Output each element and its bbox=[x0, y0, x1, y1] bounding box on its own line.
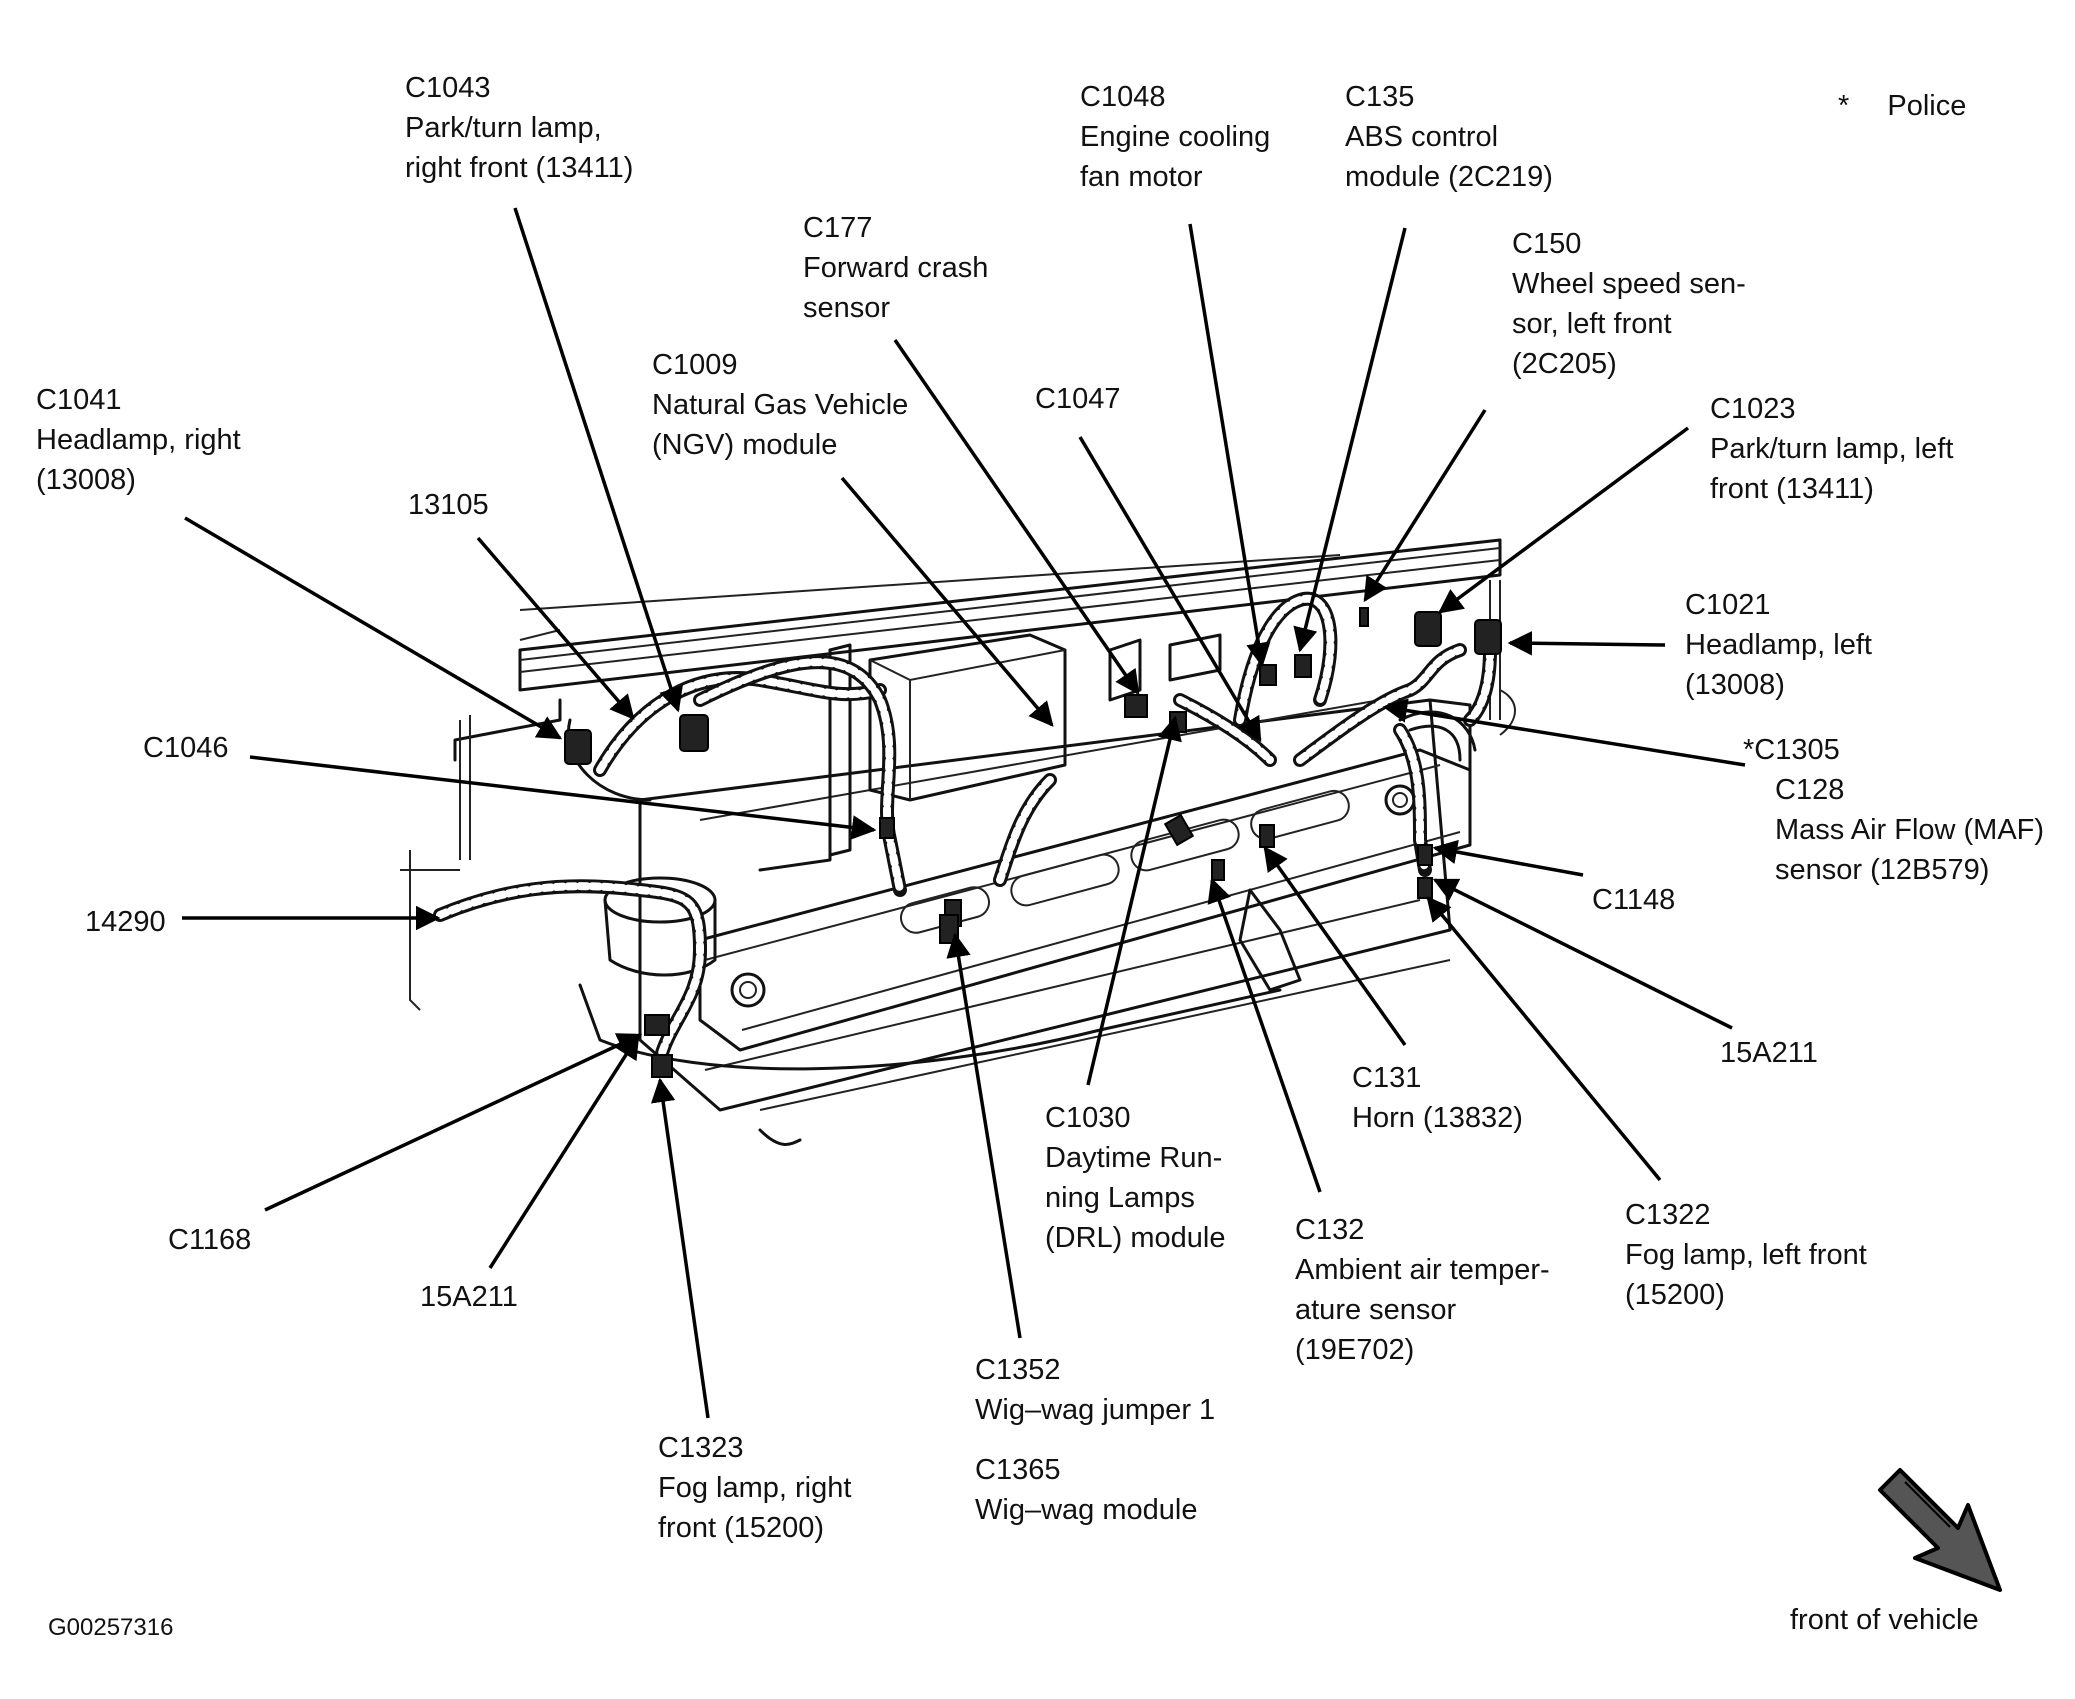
callout-c132: C132 Ambient air temper- ature sensor (1… bbox=[1295, 1210, 1550, 1370]
callout-c1023: C1023 Park/turn lamp, left front (13411) bbox=[1710, 389, 1953, 509]
callout-15a211-right: 15A211 bbox=[420, 1277, 518, 1317]
callout-line: Forward crash bbox=[803, 252, 989, 284]
callout-line: C1365 bbox=[975, 1454, 1061, 1486]
callout-line: (15200) bbox=[1625, 1279, 1725, 1311]
callout-line: Fog lamp, right bbox=[658, 1472, 852, 1504]
callout-line: Wheel speed sen- bbox=[1512, 268, 1746, 300]
callout-line: ature sensor bbox=[1295, 1294, 1457, 1326]
callout-line: C1352 bbox=[975, 1354, 1061, 1386]
callout-line: C132 bbox=[1295, 1214, 1365, 1246]
callout-line: sensor bbox=[803, 292, 891, 324]
callout-c1323: C1323 Fog lamp, right front (15200) bbox=[658, 1428, 851, 1548]
callout-line: Wig–wag module bbox=[975, 1494, 1198, 1526]
callout-line: C1043 bbox=[405, 72, 491, 104]
callout-c150: C150 Wheel speed sen- sor, left front (2… bbox=[1512, 224, 1746, 384]
callout-14290: 14290 bbox=[85, 902, 166, 942]
callout-c1009: C1009 Natural Gas Vehicle (NGV) module bbox=[652, 345, 908, 465]
callout-line: C1041 bbox=[36, 384, 122, 416]
callout-c1305: *C1305 bbox=[1743, 730, 1840, 770]
callout-line: ning Lamps bbox=[1045, 1182, 1195, 1214]
callout-c1048: C1048 Engine cooling fan motor bbox=[1080, 77, 1270, 197]
callout-leader-lines bbox=[182, 207, 1746, 1419]
callout-line: C1148 bbox=[1592, 884, 1676, 916]
callout-line: C1048 bbox=[1080, 81, 1166, 113]
callout-line: C177 bbox=[803, 212, 873, 244]
callout-line: *C1305 bbox=[1743, 734, 1840, 766]
callout-line: front (15200) bbox=[658, 1512, 825, 1544]
callout-c1046: C1046 bbox=[143, 728, 228, 768]
callout-line: (DRL) module bbox=[1045, 1222, 1226, 1254]
callout-13105: 13105 bbox=[408, 485, 489, 525]
callout-line: right front (13411) bbox=[405, 152, 634, 184]
callout-line: front (13411) bbox=[1710, 473, 1874, 505]
callout-c177: C177 Forward crash sensor bbox=[803, 208, 988, 328]
callout-c1030: C1030 Daytime Run- ning Lamps (DRL) modu… bbox=[1045, 1098, 1226, 1258]
legend-text: Police bbox=[1887, 90, 1967, 122]
callout-c1021: C1021 Headlamp, left (13008) bbox=[1685, 585, 1872, 705]
callout-15a211-left: 15A211 bbox=[1720, 1033, 1818, 1073]
police-legend: * Police bbox=[1838, 86, 1966, 126]
callout-line: (NGV) module bbox=[652, 429, 838, 461]
callout-line: C1323 bbox=[658, 1432, 744, 1464]
callout-line: C1046 bbox=[143, 732, 229, 764]
callout-line: Horn (13832) bbox=[1352, 1102, 1523, 1134]
callout-line: C1047 bbox=[1035, 383, 1121, 415]
callout-line: Engine cooling bbox=[1080, 121, 1271, 153]
callout-line: Daytime Run- bbox=[1045, 1142, 1223, 1174]
callout-line: C1021 bbox=[1685, 589, 1771, 621]
callout-line: sor, left front bbox=[1512, 308, 1672, 340]
vehicle-front-end-illustration bbox=[400, 538, 1516, 1146]
callout-line: C1009 bbox=[652, 349, 738, 381]
callout-line: C128 bbox=[1775, 774, 1845, 806]
callout-line: (13008) bbox=[1685, 669, 1785, 701]
callout-line: C150 bbox=[1512, 228, 1582, 260]
callout-line: Wig–wag jumper 1 bbox=[975, 1394, 1216, 1426]
callout-c1041: C1041 Headlamp, right (13008) bbox=[36, 380, 241, 500]
callout-line: ABS control bbox=[1345, 121, 1499, 153]
callout-c131: C131 Horn (13832) bbox=[1352, 1058, 1523, 1138]
callout-line: Headlamp, left bbox=[1685, 629, 1872, 661]
callout-line: C1023 bbox=[1710, 393, 1796, 425]
callout-c1322: C1322 Fog lamp, left front (15200) bbox=[1625, 1195, 1867, 1315]
callout-line: Ambient air temper- bbox=[1295, 1254, 1550, 1286]
callout-c1043: C1043 Park/turn lamp, right front (13411… bbox=[405, 68, 633, 188]
legend-star: * bbox=[1838, 90, 1850, 122]
callout-line: Headlamp, right bbox=[36, 424, 241, 456]
callout-line: 15A211 bbox=[420, 1281, 518, 1313]
callout-line: 15A211 bbox=[1720, 1037, 1818, 1069]
callout-line: C1322 bbox=[1625, 1199, 1711, 1231]
callout-line: Fog lamp, left front bbox=[1625, 1239, 1867, 1271]
front-direction-arrow-icon bbox=[1878, 1468, 2002, 1592]
callout-line: (13008) bbox=[36, 464, 136, 496]
callout-line: C135 bbox=[1345, 81, 1415, 113]
callout-c1365: C1365 Wig–wag module bbox=[975, 1450, 1197, 1530]
callout-line: sensor (12B579) bbox=[1775, 854, 1990, 886]
callout-c1352: C1352 Wig–wag jumper 1 bbox=[975, 1350, 1215, 1430]
callout-c1168: C1168 bbox=[168, 1220, 251, 1260]
callout-line: C1030 bbox=[1045, 1102, 1131, 1134]
callout-line: (19E702) bbox=[1295, 1334, 1415, 1366]
callout-line: 14290 bbox=[85, 906, 166, 938]
callout-c1148: C1148 bbox=[1592, 880, 1675, 920]
callout-line: module (2C219) bbox=[1345, 161, 1553, 193]
callout-c135: C135 ABS control module (2C219) bbox=[1345, 77, 1553, 197]
callout-line: Park/turn lamp, left bbox=[1710, 433, 1954, 465]
front-of-vehicle-label: front of vehicle bbox=[1790, 1604, 1979, 1636]
callout-c1047: C1047 bbox=[1035, 379, 1120, 419]
callout-line: Natural Gas Vehicle bbox=[652, 389, 909, 421]
callout-line: C1168 bbox=[168, 1224, 252, 1256]
callout-line: fan motor bbox=[1080, 161, 1203, 193]
callout-line: (2C205) bbox=[1512, 348, 1617, 380]
callout-line: Mass Air Flow (MAF) bbox=[1775, 814, 2045, 846]
figure-code: G00257316 bbox=[48, 1614, 174, 1641]
callout-c128: C128 Mass Air Flow (MAF) sensor (12B579) bbox=[1775, 770, 2044, 890]
callout-line: C131 bbox=[1352, 1062, 1422, 1094]
callout-line: 13105 bbox=[408, 489, 489, 521]
callout-line: Park/turn lamp, bbox=[405, 112, 602, 144]
